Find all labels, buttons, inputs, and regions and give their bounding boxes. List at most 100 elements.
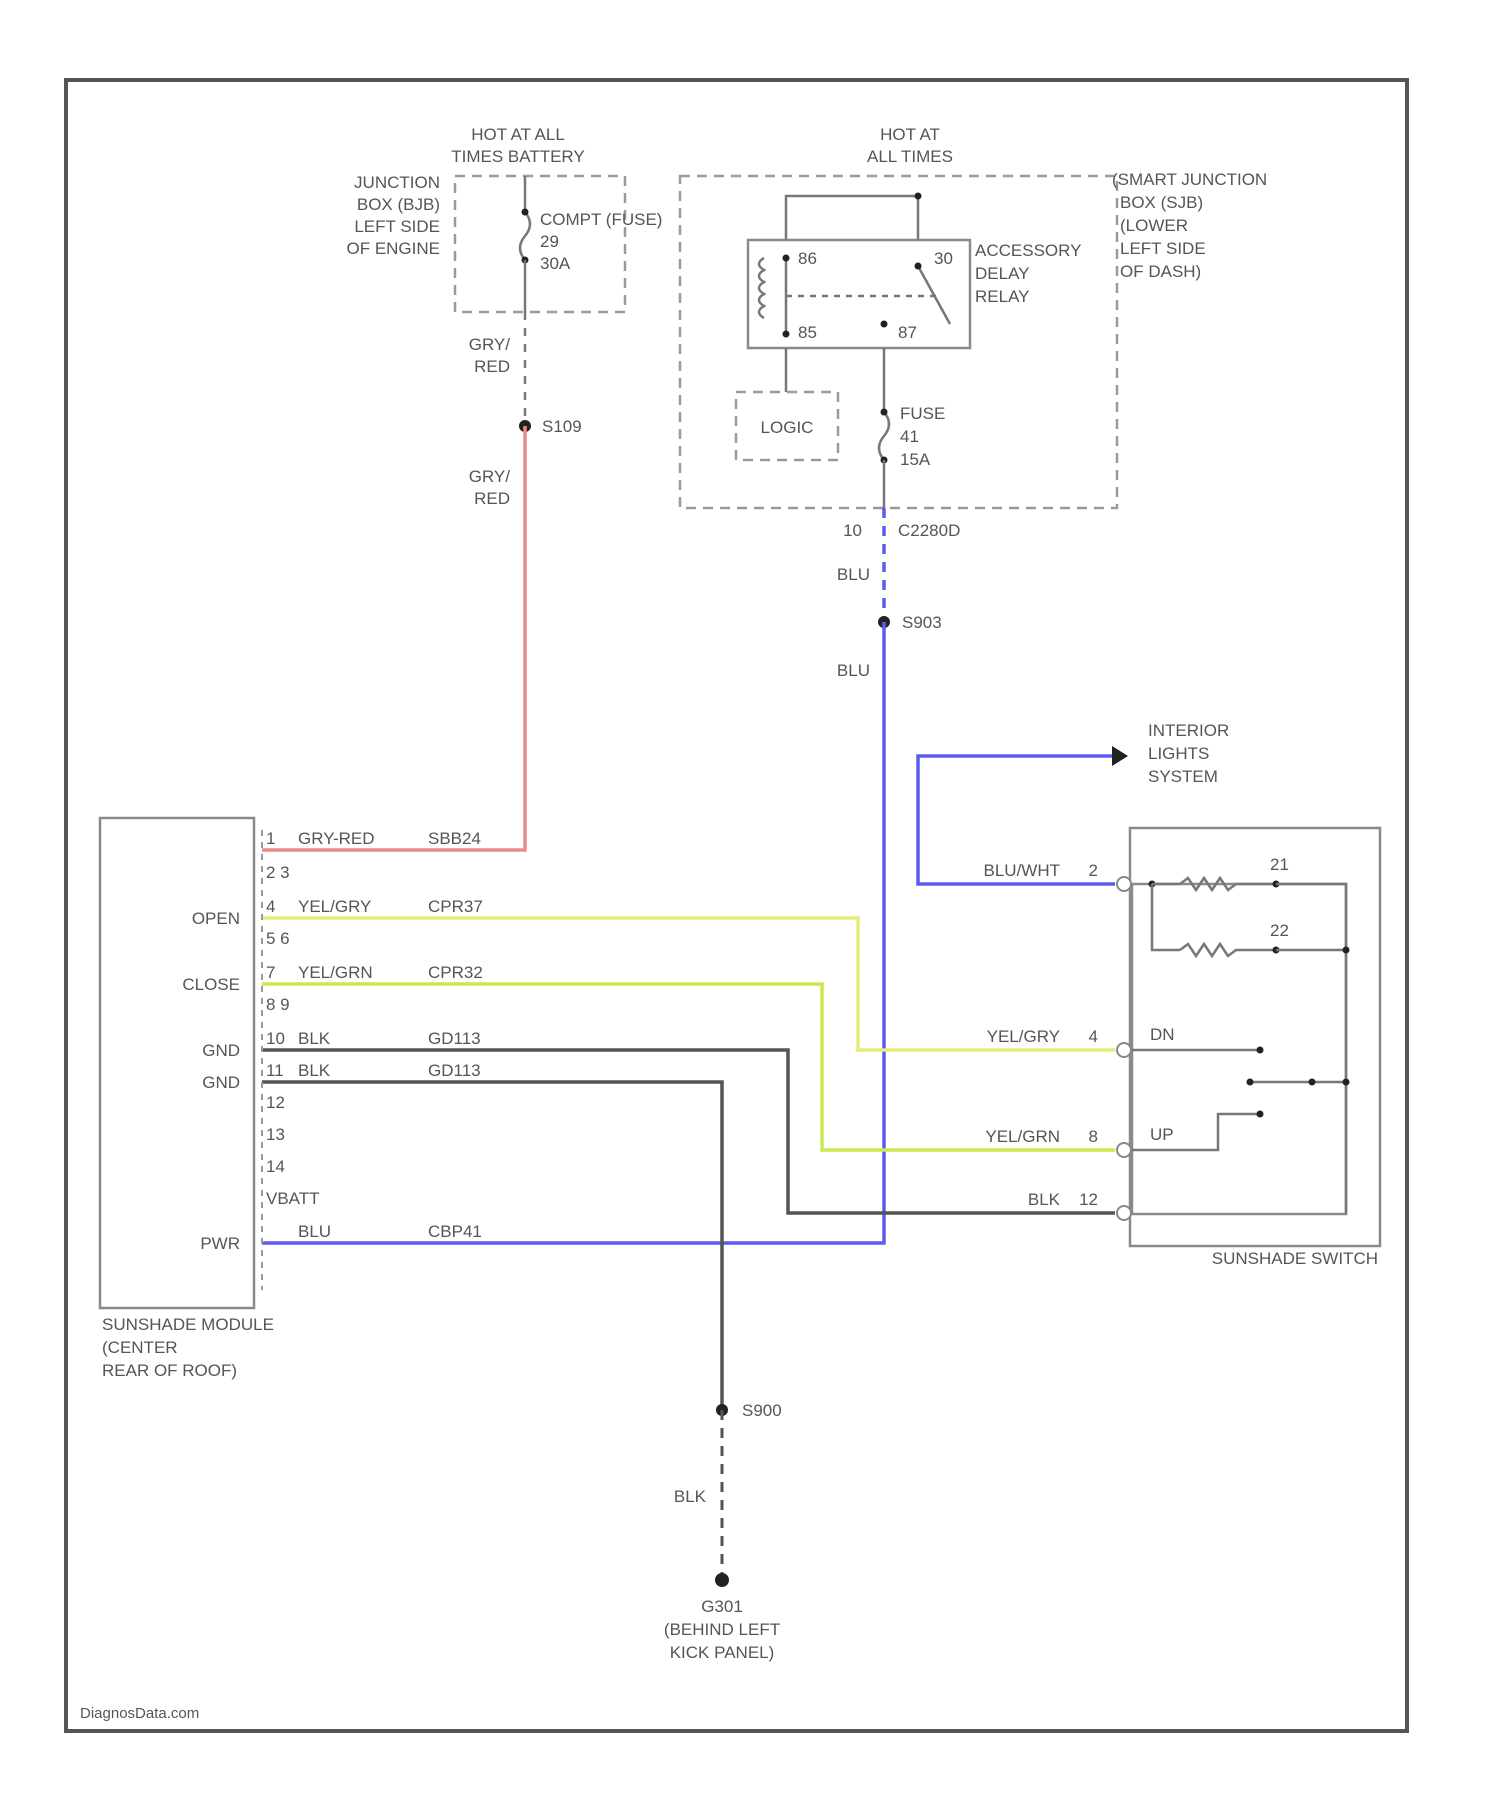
connector-name: C2280D (898, 521, 960, 540)
module-pin-number: VBATT (266, 1189, 320, 1208)
jb-label-3: LEFT SIDE (354, 217, 440, 236)
relay-pin-87: 87 (898, 323, 917, 342)
relay-pin-86-node (783, 255, 790, 262)
fuse41-symbol (879, 412, 889, 460)
switch-res-branch (1152, 884, 1180, 950)
sjb-label-5: OF DASH) (1120, 262, 1201, 281)
module-pin-number: 12 (266, 1093, 285, 1112)
relay-pin-30-node (915, 263, 922, 270)
splice-s109-label: S109 (542, 417, 582, 436)
switch-pins: BLU/WHT2YEL/GRY4YEL/GRN8BLK12 (984, 861, 1132, 1220)
switch-pin-number: 4 (1089, 1027, 1098, 1046)
switch-pin-number: 2 (1089, 861, 1098, 880)
battery-hot-label-2: TIMES BATTERY (451, 147, 585, 166)
relay-feed-wire (786, 196, 918, 240)
relay-label-2: DELAY (975, 264, 1030, 283)
splice-s903-label: S903 (902, 613, 942, 632)
resistor-22 (1180, 944, 1276, 956)
module-pin-circuit: CPR32 (428, 963, 483, 982)
fuse41-label-3: 15A (900, 450, 931, 469)
sjb-label-3: (LOWER (1120, 216, 1188, 235)
switch-pin-wire-color: YEL/GRN (985, 1127, 1060, 1146)
module-pin-circuit: GD113 (428, 1029, 481, 1048)
fuse41-label-2: 41 (900, 427, 919, 446)
switch-pin-number: 8 (1089, 1127, 1098, 1146)
gry-red-label-top-2: RED (474, 357, 510, 376)
junction-box: JUNCTION BOX (BJB) LEFT SIDE OF ENGINE C… (346, 173, 662, 312)
fuse41-node-1 (881, 409, 888, 416)
jb-label-4: OF ENGINE (346, 239, 440, 258)
module-pin-wire-color: BLK (298, 1029, 331, 1048)
relay-coil (759, 258, 764, 318)
relay-hot-label-1: HOT AT (880, 125, 940, 144)
module-label-3: REAR OF ROOF) (102, 1361, 237, 1380)
ground-g301-name: G301 (701, 1597, 743, 1616)
relay-label-3: RELAY (975, 287, 1030, 306)
module-pin-number: 8 9 (266, 995, 290, 1014)
splice-s900-label: S900 (742, 1401, 782, 1420)
module-pin-number: 14 (266, 1157, 285, 1176)
gry-red-label-mid-1: GRY/ (469, 467, 511, 486)
resistor-pin-22: 22 (1270, 921, 1289, 940)
jb-fuse-label-2: 29 (540, 232, 559, 251)
module-label-2: (CENTER (102, 1338, 178, 1357)
jb-label-2: BOX (BJB) (357, 195, 440, 214)
module-pin-wire-color: YEL/GRN (298, 963, 373, 982)
blu-label-top: BLU (837, 565, 870, 584)
module-label-1: SUNSHADE MODULE (102, 1315, 274, 1334)
sunshade-module: 1GRY-REDSBB242 34OPENYEL/GRYCPR375 67CLO… (100, 818, 483, 1380)
switch-bus-node-1 (1343, 947, 1350, 954)
switch-label: SUNSHADE SWITCH (1212, 1249, 1378, 1268)
switch-terminal (1117, 1143, 1131, 1157)
switch-pin-wire-color: BLU/WHT (984, 861, 1061, 880)
module-pin-circuit: CBP41 (428, 1222, 482, 1241)
module-pin-signal: CLOSE (182, 975, 240, 994)
switch-up-contact (1257, 1111, 1264, 1118)
module-pin-wire-color: GRY-RED (298, 829, 375, 848)
logic-label: LOGIC (761, 418, 814, 437)
module-pin-number: 1 (266, 829, 275, 848)
sjb-label-1: (SMART JUNCTION (1112, 170, 1267, 189)
switch-pin-number: 12 (1079, 1190, 1098, 1209)
jb-fuse-label-3: 30A (540, 254, 571, 273)
switch-bus-node-2 (1343, 1079, 1350, 1086)
module-pin-circuit: SBB24 (428, 829, 481, 848)
smart-junction-box: (SMART JUNCTION BOX (SJB) (LOWER LEFT SI… (680, 170, 1267, 508)
fuse41-label-1: FUSE (900, 404, 945, 423)
jb-fuse-node-1 (522, 209, 529, 216)
interior-lights-arrow (1112, 746, 1128, 766)
sjb-label-2: BOX (SJB) (1120, 193, 1203, 212)
interior-lights-label-1: INTERIOR (1148, 721, 1229, 740)
module-pin-wire-color: BLK (298, 1061, 331, 1080)
module-pin-number: 4 (266, 897, 275, 916)
module-pin-number: 5 6 (266, 929, 290, 948)
switch-up-label: UP (1150, 1125, 1174, 1144)
connector-pin: 10 (843, 521, 862, 540)
ground-g301-location-1: (BEHIND LEFT (664, 1620, 780, 1639)
relay-pin-85: 85 (798, 323, 817, 342)
gry-red-label-mid-2: RED (474, 489, 510, 508)
sunshade-switch: BLU/WHT2YEL/GRY4YEL/GRN8BLK12 21 22 DN U… (984, 828, 1381, 1268)
wire-yel-grn (262, 984, 1115, 1150)
relay-label-1: ACCESSORY (975, 241, 1081, 260)
module-pin-signal: GND (202, 1073, 240, 1092)
switch-dn-contact (1257, 1047, 1264, 1054)
switch-dn-label: DN (1150, 1025, 1175, 1044)
module-pin-number: 10 (266, 1029, 285, 1048)
module-pin-number: 2 3 (266, 863, 290, 882)
module-pin-signal: GND (202, 1041, 240, 1060)
relay-pin-86: 86 (798, 249, 817, 268)
module-pin-number: 7 (266, 963, 275, 982)
module-pin-circuit: CPR37 (428, 897, 483, 916)
resistor-pin-21: 21 (1270, 855, 1289, 874)
switch-terminal (1117, 1043, 1131, 1057)
switch-terminal (1117, 877, 1131, 891)
sjb-label-4: LEFT SIDE (1120, 239, 1206, 258)
switch-rocker-node (1309, 1079, 1316, 1086)
interior-lights-label-2: LIGHTS (1148, 744, 1209, 763)
switch-pin-wire-color: YEL/GRY (987, 1027, 1060, 1046)
module-pin-circuit: GD113 (428, 1061, 481, 1080)
module-pin-wire-color: BLU (298, 1222, 331, 1241)
